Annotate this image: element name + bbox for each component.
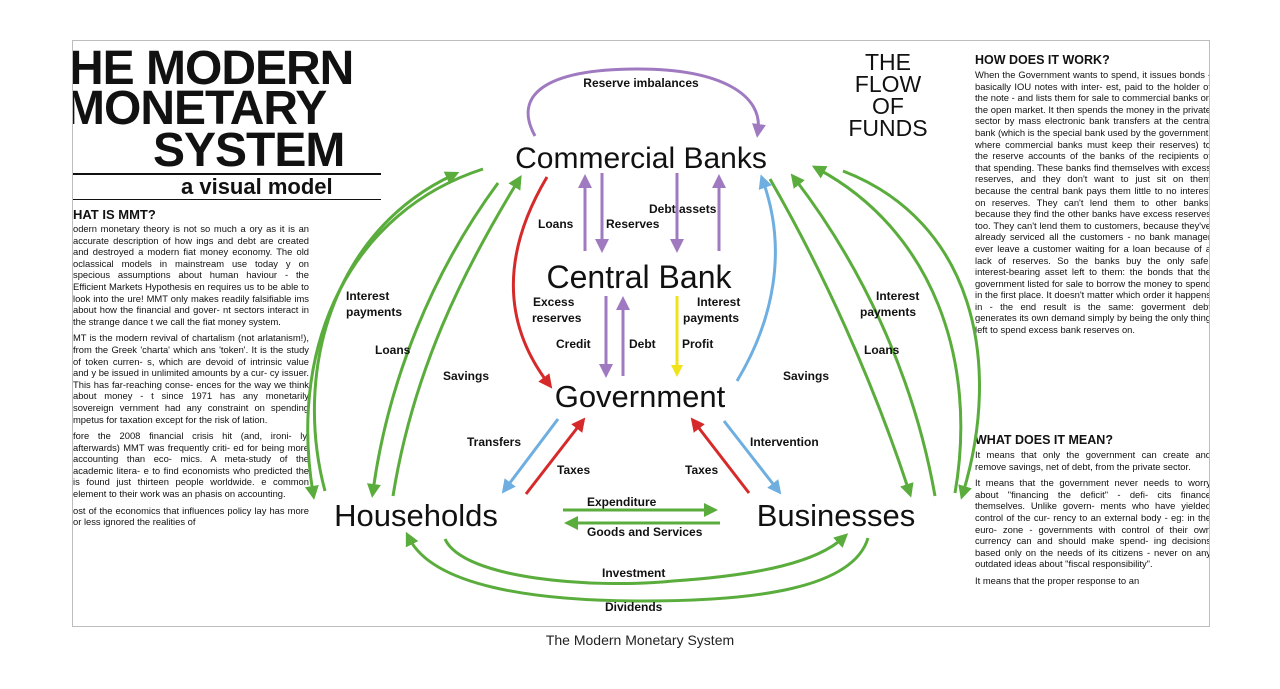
subtitle-rule xyxy=(73,199,381,200)
flow-of-funds-title: THE FLOW OF FUNDS xyxy=(838,49,938,141)
left-loans-arrow xyxy=(367,182,500,498)
loans-red-arrow xyxy=(511,176,553,389)
goods-services-label: Goods and Services xyxy=(587,525,703,539)
right-interest-label-line2: payments xyxy=(860,305,916,319)
left-savings-arrow xyxy=(391,175,522,497)
title-line-1: HE MODERN xyxy=(72,42,354,95)
how-paragraph: When the Government wants to spend, it i… xyxy=(975,69,1210,336)
mmt-paragraph-3: fore the 2008 financial crisis hit (and,… xyxy=(73,430,309,500)
what-does-it-mean-text: It means that only the government can cr… xyxy=(975,449,1210,625)
flow-diagram: Reserve imbalances Loans Reserves Debt a… xyxy=(304,67,981,614)
how-does-it-work-heading: HOW DOES IT WORK? xyxy=(975,53,1110,67)
right-savings-arrow xyxy=(768,178,914,498)
government-node: Government xyxy=(555,379,726,414)
reserve-imbalances-label: Reserve imbalances xyxy=(583,76,699,90)
transfers-blue-arrow xyxy=(501,418,560,494)
mean-paragraph-3: It means that the proper response to an xyxy=(975,574,1140,586)
loans-cb-label: Loans xyxy=(538,217,574,231)
left-outer-interest-arrow xyxy=(304,167,484,500)
right-interest-label-line1: Interest xyxy=(876,289,919,303)
right-loans-label: Loans xyxy=(864,343,900,357)
infographic: HE MODERN MONETARY SYSTEM a visual model… xyxy=(72,40,1210,627)
expenditure-label: Expenditure xyxy=(587,495,657,509)
investment-arrow xyxy=(443,533,849,586)
taxes-right-label: Taxes xyxy=(685,463,718,477)
reserves-label: Reserves xyxy=(606,217,660,231)
flow-title-line: THE xyxy=(865,49,911,75)
title-line-2: MONETARY xyxy=(72,82,327,135)
central-bank-node: Central Bank xyxy=(547,259,733,295)
investment-label: Investment xyxy=(602,566,665,580)
taxes-left-red-arrow xyxy=(524,417,586,495)
dividends-label: Dividends xyxy=(605,600,663,614)
interest-label-line2: payments xyxy=(683,311,739,325)
debt-label: Debt xyxy=(629,337,656,351)
right-loans-arrow xyxy=(790,173,937,497)
commercial-banks-node: Commercial Banks xyxy=(515,142,767,175)
right-outer-loans-arrow xyxy=(842,169,981,500)
right-outer-interest-arrow xyxy=(811,165,963,494)
interest-label-line1: Interest xyxy=(697,295,740,309)
mmt-paragraph-4: ost of the economics that influences pol… xyxy=(73,504,309,528)
taxes-left-label: Taxes xyxy=(557,463,590,477)
flow-title-line: OF xyxy=(872,93,904,119)
figure-caption: The Modern Monetary System xyxy=(545,632,735,648)
excess-label-line1: Excess xyxy=(533,295,575,309)
intervention-label: Intervention xyxy=(750,435,819,449)
excess-reserves-blue-arrow xyxy=(735,174,777,382)
reserve-imbalances-arrow xyxy=(526,67,766,138)
what-is-mmt-heading: HAT IS MMT? xyxy=(73,207,156,222)
left-interest-label-line1: Interest xyxy=(346,289,389,303)
title-rule xyxy=(73,173,381,175)
dividends-arrow xyxy=(405,531,870,603)
subtitle: a visual model xyxy=(181,174,333,199)
flow-title-line: FUNDS xyxy=(848,115,928,141)
excess-label-line2: reserves xyxy=(532,311,582,325)
left-savings-label: Savings xyxy=(443,369,489,383)
credit-label: Credit xyxy=(556,337,591,351)
mean-paragraph-1: It means that only the government can cr… xyxy=(975,449,1210,472)
intervention-blue-arrow xyxy=(722,420,782,495)
what-is-mmt-text: odern monetary theory is not so much a o… xyxy=(73,223,309,623)
what-does-it-mean-heading: WHAT DOES IT MEAN? xyxy=(975,433,1113,447)
flow-title-line: FLOW xyxy=(854,71,922,97)
right-savings-label: Savings xyxy=(783,369,829,383)
mmt-paragraph-1: odern monetary theory is not so much a o… xyxy=(73,223,309,327)
households-node: Households xyxy=(334,498,498,533)
transfers-label: Transfers xyxy=(467,435,521,449)
profit-label: Profit xyxy=(682,337,713,351)
debt-assets-label: Debt assets xyxy=(649,202,717,216)
taxes-right-red-arrow xyxy=(690,417,751,494)
businesses-node: Businesses xyxy=(757,498,916,533)
title-line-3: SYSTEM xyxy=(153,124,345,177)
left-loans-label: Loans xyxy=(375,343,411,357)
mmt-paragraph-2: MT is the modern revival of chartalism (… xyxy=(73,332,309,425)
mean-paragraph-2: It means that the government never needs… xyxy=(975,477,1210,570)
left-outer-loans-arrow xyxy=(312,171,460,492)
how-does-it-work-text: When the Government wants to spend, it i… xyxy=(975,69,1210,433)
left-interest-label-line2: payments xyxy=(346,305,402,319)
